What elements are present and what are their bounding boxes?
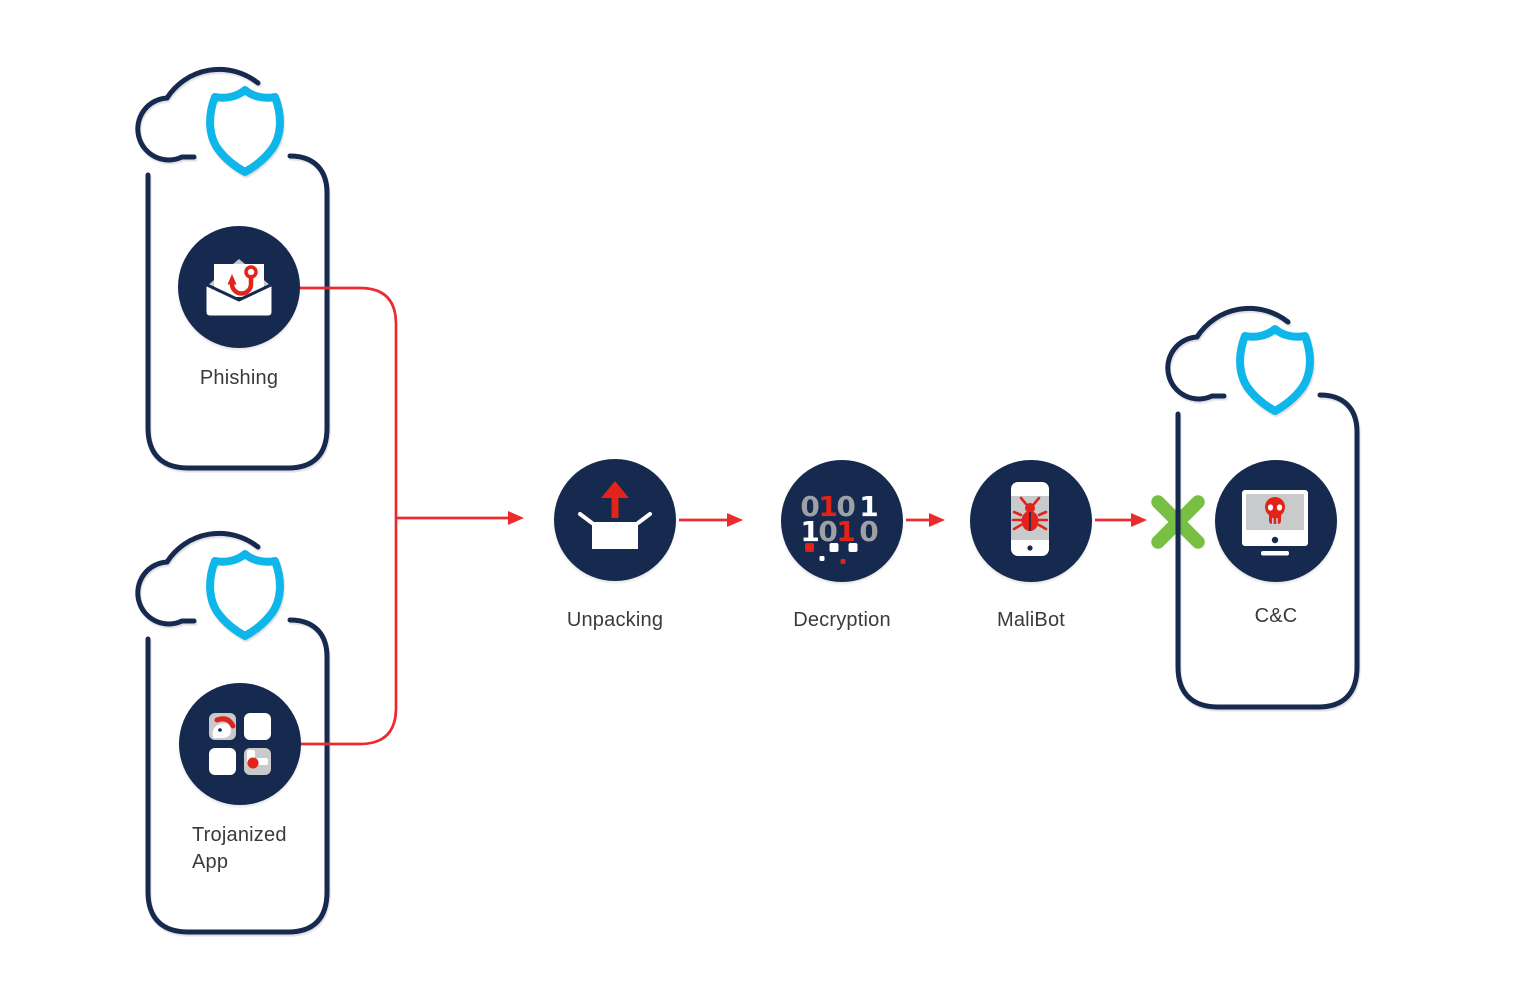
trojan-horse-icon	[212, 716, 236, 738]
phishing-email-hook-icon	[178, 226, 300, 348]
container-body	[1175, 392, 1360, 710]
app-tile	[244, 713, 271, 740]
cloud-small-puff	[135, 559, 197, 627]
malware-dot-icon	[247, 750, 268, 769]
binary-row-1: 0 1 0 1	[800, 490, 878, 523]
unpacking-label: Unpacking	[566, 609, 664, 631]
trojanized-app-label-line1: Trojanized	[192, 824, 287, 846]
trojanized-app-grid-icon	[179, 683, 301, 805]
skull-monitor-icon	[1215, 460, 1337, 582]
infected-phone-bug-icon	[970, 460, 1092, 582]
decryption-label: Decryption	[793, 609, 891, 631]
container-body	[145, 153, 330, 471]
binary-code-icon: 0 1 0 1 1 0 1 0	[781, 460, 903, 582]
shield-icon	[1236, 325, 1314, 415]
container-body	[145, 617, 330, 935]
node-circle	[554, 459, 676, 581]
arrow-decryption-to-malibot	[906, 513, 945, 527]
cloud-big-puff	[164, 66, 261, 101]
cloud-small-puff	[135, 95, 197, 163]
trojanized-app-cloud-container	[135, 530, 330, 935]
fish-hook-icon	[227, 265, 258, 296]
bug-icon	[1011, 496, 1049, 531]
node-circle	[179, 683, 301, 805]
cloud-big-puff	[164, 530, 261, 565]
up-arrow-icon	[601, 481, 629, 518]
falling-bits	[805, 543, 858, 564]
phishing-label: Phishing	[199, 367, 279, 389]
phishing-cloud-container	[135, 66, 330, 471]
skull-icon	[1265, 497, 1285, 524]
cloud-small-puff	[1165, 334, 1227, 402]
shield-icon	[206, 86, 284, 176]
open-box-icon	[578, 512, 652, 549]
binary-row-2: 1 0 1 0	[800, 515, 878, 548]
arrow-unpacking-to-decryption	[679, 513, 743, 527]
arrow-malibot-to-cc	[1095, 513, 1147, 527]
unpacking-box-icon	[554, 459, 676, 581]
trojanized-app-label: Trojanized App	[192, 822, 287, 876]
shield-icon	[206, 550, 284, 640]
cloud-big-puff	[1194, 305, 1291, 340]
arrow-merge-to-unpacking	[396, 511, 524, 525]
connector-phishing-trojanized-merge	[293, 286, 398, 746]
cc-cloud-container	[1165, 305, 1360, 710]
malibot-label: MaliBot	[996, 609, 1066, 631]
trojanized-app-label-line2: App	[192, 851, 229, 873]
app-tile	[209, 748, 236, 775]
cc-label: C&C	[1254, 605, 1298, 627]
envelope-front	[203, 282, 275, 319]
